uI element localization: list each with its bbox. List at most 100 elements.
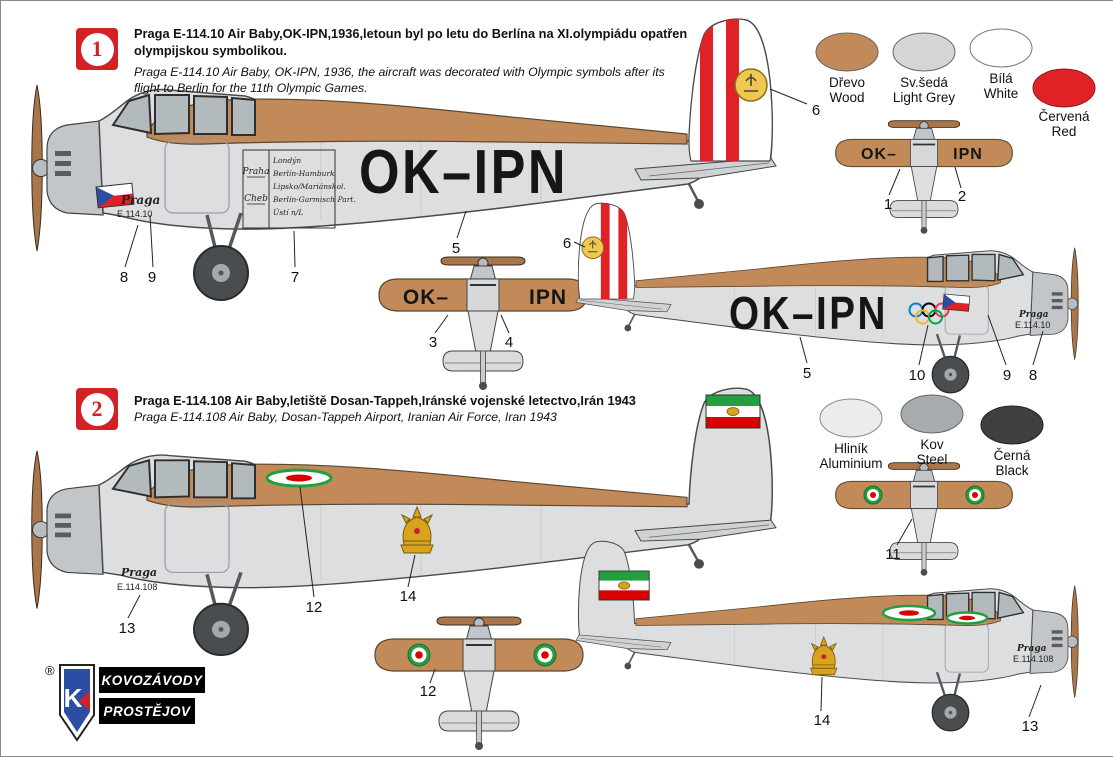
swatch-light-grey <box>892 32 956 72</box>
itinerary-box: Praha Cheb Londýn Berlín-Hamburk Lipsko/… <box>242 149 356 229</box>
svg-text:6: 6 <box>812 102 820 119</box>
callout-13: 13 <box>119 594 141 637</box>
wing-roundel-edge <box>945 611 989 625</box>
callout-3: 3 <box>429 314 449 351</box>
itinerary-border <box>242 149 336 229</box>
itinerary-city: Praha <box>242 167 270 177</box>
type-code-text: E.114.10 <box>117 209 152 219</box>
scheme1-badge: 1 <box>76 28 118 70</box>
wing-roundel-edge <box>265 468 333 488</box>
swatch-label-cs: Sv.šedá <box>900 75 948 90</box>
itinerary-city: Cheb <box>244 194 268 204</box>
paint-swatches <box>815 28 1096 445</box>
wing-roundel <box>533 643 557 667</box>
swatch-label-wood: Dřevo Wood <box>829 75 865 105</box>
svg-text:14: 14 <box>814 712 831 729</box>
svg-text:13: 13 <box>1022 718 1039 735</box>
type-code-text: E.114.108 <box>1013 654 1053 664</box>
swatch-wood <box>815 32 879 72</box>
swatch-label-en: Aluminium <box>819 456 883 471</box>
olympic-ring-green <box>928 309 943 325</box>
scheme1-title-czech-line1: Praga E-114.10 Air Baby,OK-IPN,1936,leto… <box>134 26 688 41</box>
swatch-label-white: Bílá White <box>984 71 1019 101</box>
wing-registration-left: OK– <box>861 146 897 163</box>
svg-text:1: 1 <box>884 196 892 213</box>
praga-logo-text: Praga <box>120 566 157 579</box>
swatch-label-red: Červená Red <box>1038 109 1089 139</box>
scheme1-top-view-right: OK– IPN 1 2 <box>834 119 1014 235</box>
type-code-text: E.114.10 <box>1015 320 1050 330</box>
scheme1-side-profile-right: OK–IPN Praga E.114.10 6 5 10 9 <box>563 202 1080 395</box>
itinerary-line: Berlín-Hamburk <box>272 169 335 178</box>
scheme2-top-view-center: 12 <box>374 616 584 751</box>
swatch-label-cs: Černá <box>993 448 1031 463</box>
callout-6: 6 <box>563 235 586 252</box>
praga-logo-text: Praga <box>1016 644 1047 654</box>
itinerary-line: Ústí n/L <box>273 208 303 217</box>
callout-9: 9 <box>148 214 156 286</box>
wing-registration-left: OK– <box>403 286 449 309</box>
svg-text:8: 8 <box>120 269 128 286</box>
swatch-label-cs: Červená <box>1038 109 1090 124</box>
wing-roundel <box>407 643 431 667</box>
brand-logo: ® K KOVOZÁVODY PROSTĚJOV <box>43 661 213 749</box>
swatch-steel <box>900 394 964 434</box>
swatch-label-en: Light Grey <box>892 90 956 105</box>
scheme2-title-czech: Praga E-114.108 Air Baby,letiště Dosan-T… <box>134 393 636 408</box>
callout-6: 6 <box>769 88 820 119</box>
logo-bar-prostejov: PROSTĚJOV <box>99 698 195 724</box>
callout-8: 8 <box>1029 330 1044 384</box>
wing-roundel-edge <box>881 604 937 622</box>
swatch-label-cs: Bílá <box>989 71 1013 86</box>
scheme2-title-block: Praga E-114.108 Air Baby,letiště Dosan-T… <box>134 392 734 425</box>
callout-11: 11 <box>885 518 913 563</box>
svg-text:11: 11 <box>885 546 901 563</box>
swatch-label-en: Red <box>1051 124 1077 139</box>
scheme2-title-english: Praga E-114.108 Air Baby, Dosan-Tappeh A… <box>134 410 557 424</box>
shield-inner <box>64 669 90 732</box>
czech-flag-right-profile <box>942 293 971 312</box>
scheme2-top-view-right: 11 <box>834 461 1014 577</box>
svg-text:5: 5 <box>452 240 460 257</box>
scheme1-title-czech-line2: olympijskou symbolikou. <box>134 43 287 58</box>
scheme2-side-profile-right: Praga E.114.108 14 13 <box>574 540 1080 735</box>
wing-registration-right: IPN <box>529 286 567 309</box>
shield-k-letter: K <box>64 683 83 713</box>
scheme1-title-english-line2: flight to Berlin for the 11th Olympic Ga… <box>134 81 368 95</box>
swatch-label-cs: Hliník <box>834 441 868 456</box>
svg-text:12: 12 <box>306 599 323 616</box>
callout-8: 8 <box>120 224 139 286</box>
scheme2-badge: 2 <box>76 388 118 430</box>
scheme1-title-english-line1: Praga E-114.10 Air Baby, OK-IPN, 1936, t… <box>134 65 665 79</box>
swatch-label-en: Steel <box>916 452 948 467</box>
type-code-text: E.114.108 <box>117 582 157 592</box>
kp-shield-icon: K <box>59 664 95 742</box>
svg-text:5: 5 <box>803 365 811 382</box>
callout-2: 2 <box>954 166 966 205</box>
registration-text: OK–IPN <box>359 138 568 207</box>
svg-text:2: 2 <box>958 188 966 205</box>
scheme1-top-view-center: OK– IPN 3 4 <box>378 256 588 391</box>
scheme2-side-profile-left: Praga E.114.108 13 12 14 <box>30 386 778 657</box>
callout-12: 12 <box>299 486 323 616</box>
swatch-label-aluminium: Hliník Aluminium <box>819 441 882 471</box>
svg-text:12: 12 <box>420 683 437 700</box>
itinerary-line: Lipsko/Mariánskol. <box>272 182 346 191</box>
swatch-label-light-grey: Sv.šedá Light Grey <box>893 75 955 105</box>
svg-text:9: 9 <box>148 269 156 286</box>
swatch-label-steel: Kov Steel <box>917 437 948 467</box>
callout-9: 9 <box>987 314 1011 384</box>
scheme1-side-profile-left: Praga E.114.10 Praha Cheb Londýn Berlín-… <box>30 17 820 302</box>
callout-14: 14 <box>400 554 417 605</box>
svg-text:8: 8 <box>1029 367 1037 384</box>
callout-10: 10 <box>909 324 929 384</box>
svg-text:14: 14 <box>400 588 417 605</box>
callout-7: 7 <box>291 230 299 286</box>
praga-logo-text: Praga <box>1018 310 1049 320</box>
svg-text:13: 13 <box>119 620 136 637</box>
swatch-label-cs: Kov <box>920 437 944 452</box>
swatch-label-cs: Dřevo <box>828 75 866 90</box>
swatch-label-en: Black <box>995 463 1029 478</box>
